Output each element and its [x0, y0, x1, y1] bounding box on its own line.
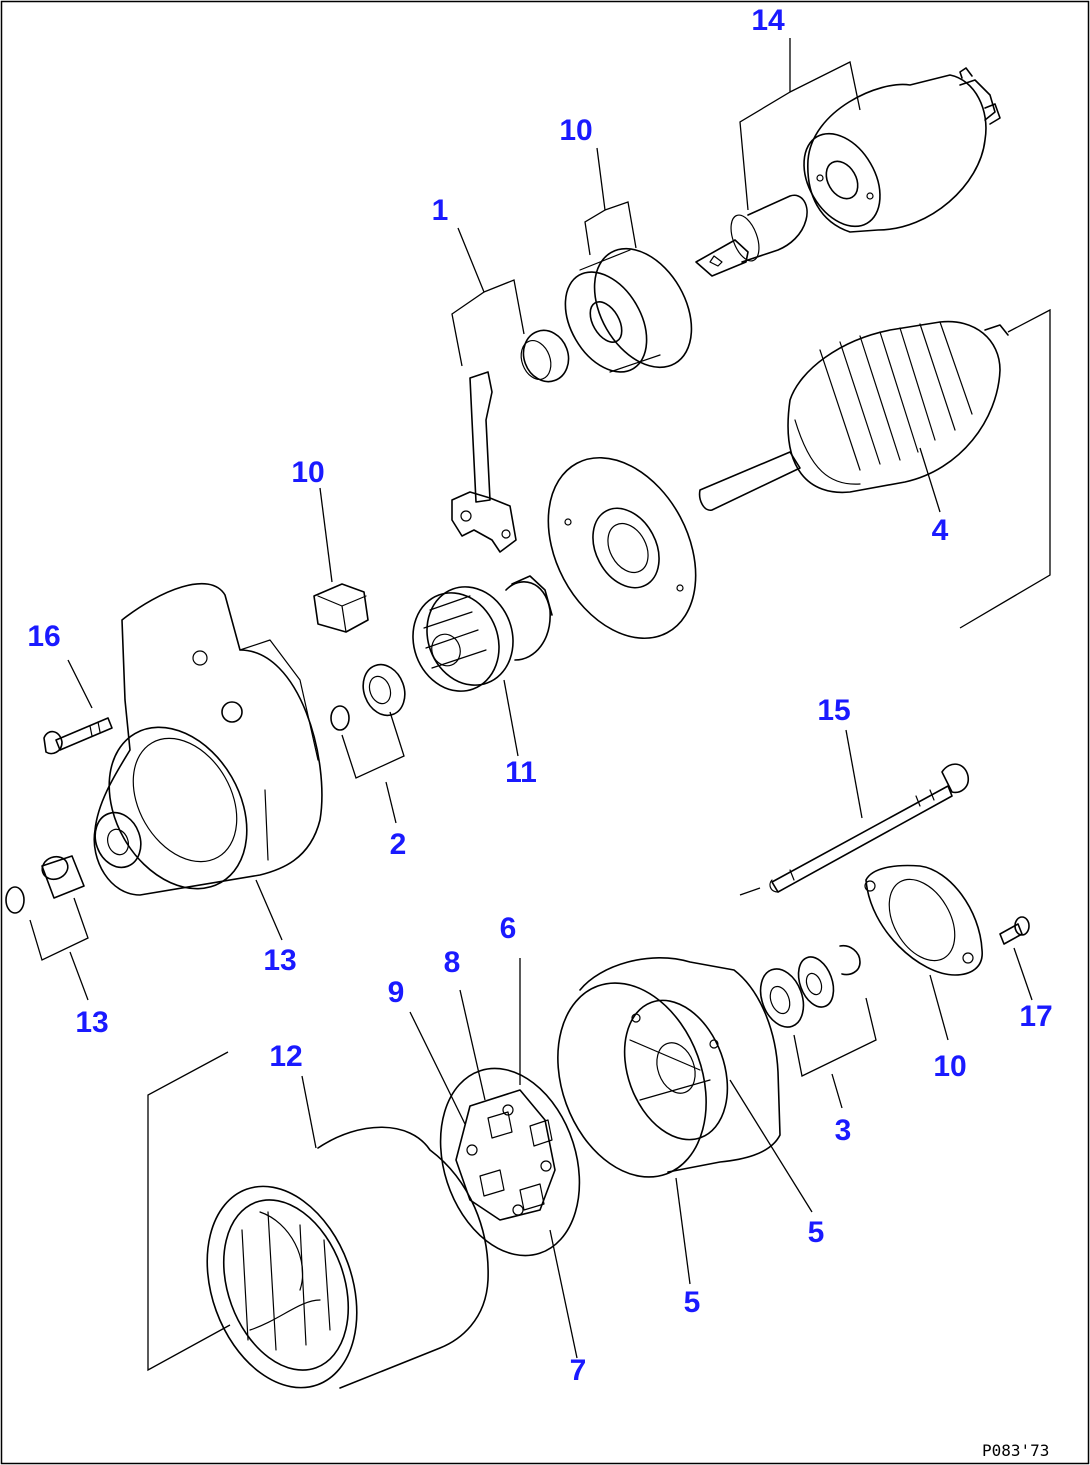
- plunger: [695, 194, 808, 277]
- sleeve-13: [5, 855, 89, 961]
- center-bracket: [547, 456, 697, 640]
- solenoid-switch: [803, 67, 1001, 233]
- callout-c8: 8: [444, 946, 461, 979]
- drive-housing: [93, 582, 323, 896]
- callout-c15: 15: [817, 694, 850, 727]
- bushing: [313, 583, 369, 633]
- shift-lever: [451, 371, 517, 553]
- callout-c2: 2: [390, 828, 407, 861]
- end-plate: [864, 864, 983, 976]
- callout-c14: 14: [751, 4, 785, 37]
- callout-c7: 7: [570, 1354, 587, 1387]
- overrunning-clutch: [412, 575, 553, 692]
- callout-c17: 17: [1019, 1000, 1052, 1033]
- callout-c10a: 10: [559, 114, 592, 147]
- spring-ring: [520, 329, 570, 383]
- callout-c4: 4: [932, 514, 949, 547]
- callout-c16: 16: [27, 620, 60, 653]
- leader-lines: [67, 38, 1033, 1359]
- through-bolt: [769, 763, 970, 893]
- screw-17: [999, 916, 1030, 945]
- callout-c11: 11: [505, 756, 537, 789]
- washer-clip: [330, 663, 406, 779]
- callout-c13a: 13: [263, 944, 296, 977]
- callout-c9: 9: [388, 976, 405, 1009]
- rear-cover: [147, 1051, 489, 1389]
- callout-c12: 12: [269, 1040, 302, 1073]
- dust-cover-top: [564, 247, 693, 373]
- armature: [698, 308, 1051, 629]
- callout-c10c: 10: [933, 1050, 966, 1083]
- callout-c5a: 5: [808, 1216, 825, 1249]
- callout-c13b: 13: [75, 1006, 108, 1039]
- washers-3: [759, 944, 877, 1077]
- callout-c1: 1: [432, 194, 449, 227]
- callout-c5b: 5: [684, 1286, 701, 1319]
- yoke: [557, 956, 781, 1178]
- bolt-16: [43, 717, 113, 755]
- brush-holder: [439, 1067, 581, 1257]
- callout-c10b: 10: [291, 456, 324, 489]
- callout-c6: 6: [500, 912, 517, 945]
- drawing-code: P083'73: [982, 1441, 1049, 1460]
- callout-c3: 3: [835, 1114, 852, 1147]
